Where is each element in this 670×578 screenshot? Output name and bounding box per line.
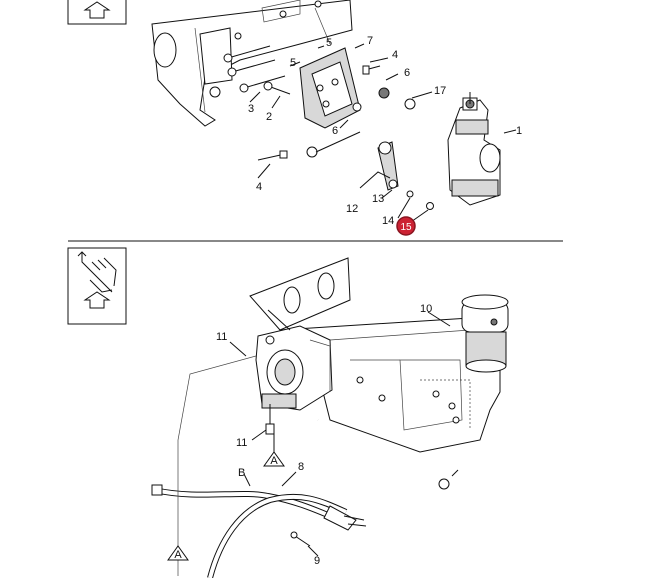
bottom-panel: A A 8 9 10 11 11 B — [67, 247, 509, 578]
callouts-bottom: 8 9 10 11 11 B — [216, 303, 432, 567]
frame-rail-top — [151, 0, 353, 127]
callout-17: 17 — [434, 85, 446, 97]
bolts-top — [223, 45, 390, 161]
top-panel: 1 2 3 4 4 5 5 6 6 7 12 13 14 15 17 — [67, 0, 522, 236]
callout-3: 3 — [248, 103, 254, 115]
drag-link — [306, 98, 416, 158]
reference-mark-a-lower: A — [167, 545, 189, 561]
callout-11-lower: 11 — [236, 437, 247, 449]
callout-2: 2 — [266, 111, 272, 123]
steering-gear-top — [447, 92, 501, 206]
callout-a-lower: A — [174, 549, 182, 561]
frame-rail-bottom — [249, 257, 501, 453]
hydraulic-lines — [151, 404, 367, 578]
callout-b: B — [238, 467, 245, 479]
callout-15: 15 — [400, 222, 412, 233]
callout-4: 4 — [392, 49, 398, 61]
callout-5-lower: 5 — [290, 57, 296, 69]
callout-6: 6 — [404, 67, 410, 79]
drag-link-bottom — [317, 418, 459, 490]
callout-6-lower: 6 — [332, 125, 338, 137]
callout-7: 7 — [367, 35, 373, 47]
callout-15-highlight[interactable]: 15 — [396, 216, 416, 236]
callout-a-upper: A — [270, 455, 278, 467]
callout-13: 13 — [372, 193, 384, 205]
callout-14: 14 — [382, 215, 394, 227]
callout-4-lower: 4 — [256, 181, 262, 193]
callout-9: 9 — [314, 555, 320, 567]
reference-mark-a-upper: A — [263, 451, 285, 467]
callout-1: 1 — [516, 125, 522, 137]
callout-5: 5 — [326, 37, 332, 49]
callout-8: 8 — [298, 461, 304, 473]
callout-12: 12 — [346, 203, 358, 215]
callout-10: 10 — [420, 303, 432, 315]
power-steering-reservoir — [461, 294, 509, 373]
up-arrow-icon — [67, 0, 127, 25]
leader-lines-top — [249, 43, 517, 225]
pitman-arm — [377, 141, 399, 191]
leader-lines-bottom — [177, 311, 451, 576]
callout-11: 11 — [216, 331, 227, 343]
steering-gear-bottom — [255, 309, 333, 411]
steering-bracket — [299, 47, 361, 129]
callouts-top: 1 2 3 4 4 5 5 6 6 7 12 13 14 15 17 — [248, 35, 522, 236]
direction-arrows-icon — [67, 247, 127, 325]
